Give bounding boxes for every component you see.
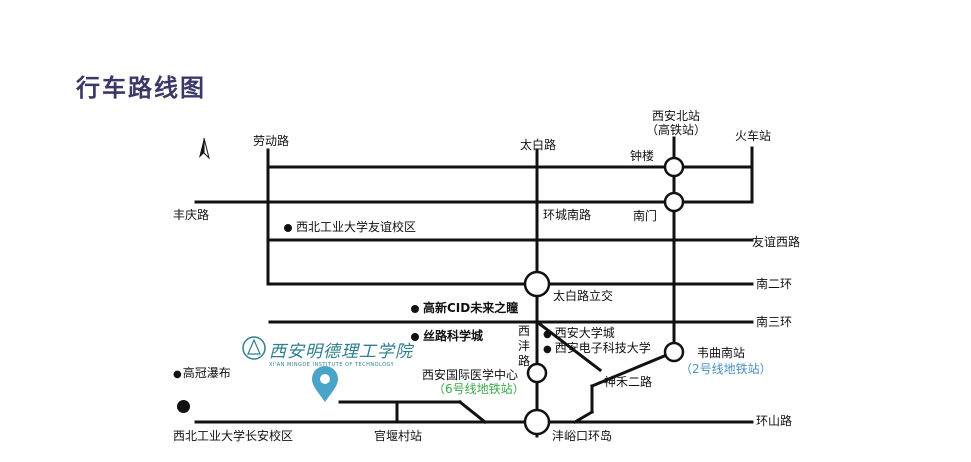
label-medical: 西安国际医学中心 [422, 368, 519, 382]
place-marker-dot [177, 400, 190, 413]
label-taibai: 太白路 [520, 138, 557, 152]
college-logo-icon [242, 336, 266, 360]
road-shenhe-curve [572, 409, 595, 425]
location-pin-icon [312, 366, 338, 402]
place-nwpu-changan: 西北工业大学长安校区 [173, 429, 294, 443]
station-taibailujiao-circle [523, 270, 551, 298]
station-nanmen-circle [663, 191, 685, 213]
label-fengqing: 丰庆路 [173, 208, 210, 222]
label-huanchengnan: 环城南路 [543, 208, 592, 222]
label-xian-north-sub: （高铁站） [646, 123, 707, 137]
label-fengyukou: 沣峪口环岛 [552, 429, 613, 443]
label-nanerhuan: 南二环 [756, 277, 793, 291]
label-xifeng: 西沣路 [517, 324, 530, 368]
label-guanyancun: 官堰村站 [374, 429, 423, 443]
place-xidian: ●西安电子科技大学 [543, 341, 651, 355]
label-xian-north: 西安北站 [652, 109, 701, 123]
label-huanshan: 环山路 [756, 414, 793, 428]
label-zhonglou: 钟楼 [630, 149, 655, 163]
label-taibailujiao: 太白路立交 [553, 289, 614, 303]
road-shenhe-diag [590, 350, 676, 388]
label-weiqunan: 韦曲南站 [697, 346, 746, 360]
road-branch-diag [457, 399, 488, 425]
label-shenhe: 神禾二路 [604, 375, 653, 389]
station-zhonglou-circle [663, 156, 685, 178]
road-xifeng-diag [534, 319, 603, 373]
place-gaoxin-cid: 高新CID未来之瞳 [411, 302, 518, 314]
place-xa-univ-city: ●西安大学城 [543, 326, 615, 340]
label-nansanhuan: 南三环 [756, 315, 793, 329]
north-arrow-icon [199, 137, 210, 160]
logo-english: XI'AN MINGDE INSTITUTE OF TECHNOLOGY [269, 362, 395, 368]
logo-name: 西安明德理工学院 [269, 342, 413, 362]
station-weiqunan-circle [663, 341, 685, 363]
place-nwpu-youyi: 西北工业大学友谊校区 [284, 221, 416, 233]
station-fengyukou-circle [523, 408, 551, 436]
page-title: 行车路线图 [76, 74, 206, 102]
label-laodong: 劳动路 [253, 134, 290, 148]
label-nanmen: 南门 [633, 209, 658, 223]
label-youyixi: 友谊西路 [752, 235, 801, 249]
college-logo: 西安明德理工学院 XI'AN MINGDE INSTITUTE OF TECHN… [269, 337, 413, 368]
place-silu: 丝路科学城 [411, 330, 483, 342]
station-medical-circle [526, 362, 548, 384]
place-gaoguan: ●高冠瀑布 [173, 366, 231, 380]
label-huochezhan: 火车站 [735, 129, 772, 143]
label-medical-metro: （6号线地铁站） [433, 382, 525, 396]
label-weiqunan-metro: （2号线地铁站） [680, 362, 772, 376]
